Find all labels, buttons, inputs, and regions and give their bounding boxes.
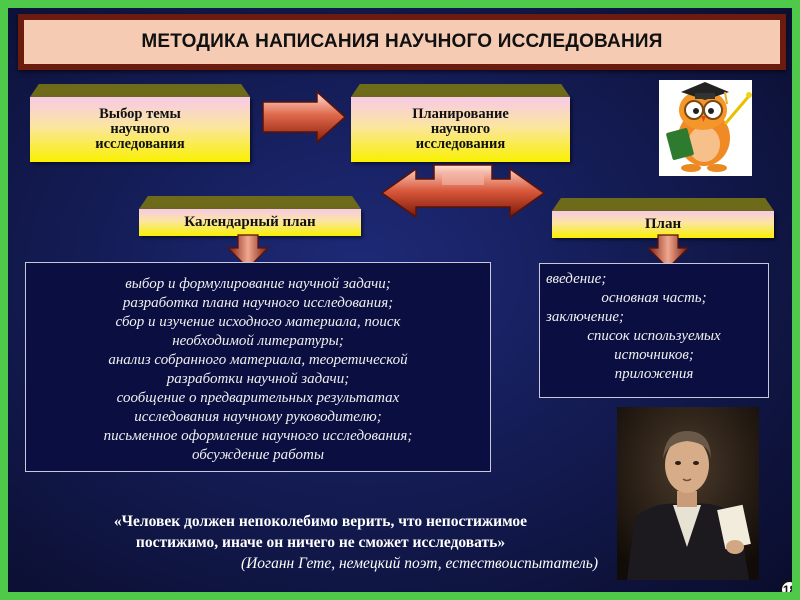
down-arrow-icon — [646, 234, 690, 269]
plan-list: введение; основная часть; заключение; сп… — [539, 263, 769, 398]
list-item: основная часть; — [601, 290, 707, 306]
list-item: заключение; — [546, 309, 624, 325]
plan-box: План — [552, 198, 774, 238]
list-item: список используемых — [587, 328, 721, 344]
list-item: приложения — [614, 366, 694, 382]
calendar-plan-label: Календарный план — [139, 209, 361, 236]
quote-author: (Иоганн Гете, немецкий поэт, естествоисп… — [240, 555, 598, 572]
page-number: 18 — [780, 580, 792, 592]
down-arrow-icon — [226, 234, 270, 269]
topic-line-2: научного — [110, 121, 170, 137]
list-item: обсуждение работы — [191, 447, 325, 463]
planning-line-1: Планирование — [412, 106, 509, 122]
list-item: необходимой литературы; — [172, 333, 344, 349]
calendar-plan-list: выбор и формулирование научной задачи; р… — [25, 262, 491, 472]
owl-scholar-illustration — [659, 80, 752, 176]
quote-line-2: постижимо, иначе он ничего не сможет исс… — [135, 534, 506, 551]
calendar-plan-box: Календарный план — [139, 196, 361, 236]
planning-box: Планирование научного исследования — [351, 84, 570, 162]
list-item: сообщение о предварительных результатах — [116, 390, 400, 406]
list-item: исследования научному руководителю; — [134, 409, 382, 425]
quote-line-1: «Человек должен непоколебимо верить, что… — [113, 513, 528, 530]
list-item: сбор и изучение исходного материала, пои… — [115, 314, 401, 330]
split-arrow-icon — [380, 164, 546, 219]
topic-line-1: Выбор темы — [99, 106, 181, 122]
planning-line-3: исследования — [415, 136, 506, 152]
list-item: письменное оформление научного исследова… — [103, 428, 413, 444]
plan-label: План — [552, 211, 774, 238]
list-item: выбор и формулирование научной задачи; — [125, 276, 391, 292]
list-item: источников; — [614, 347, 694, 363]
goethe-portrait — [617, 407, 759, 580]
quote: «Человек должен непоколебимо верить, что… — [28, 511, 613, 553]
list-item: разработки научной задачи; — [166, 371, 350, 387]
topic-selection-box: Выбор темы научного исследования — [30, 84, 250, 162]
title-box: МЕТОДИКА НАПИСАНИЯ НАУЧНОГО ИССЛЕДОВАНИЯ — [18, 14, 786, 70]
list-item: разработка плана научного исследования; — [122, 295, 394, 311]
planning-line-2: научного — [430, 121, 491, 137]
topic-line-3: исследования — [95, 136, 185, 152]
slide-title: МЕТОДИКА НАПИСАНИЯ НАУЧНОГО ИССЛЕДОВАНИЯ — [24, 20, 780, 64]
right-arrow-icon — [262, 90, 347, 144]
list-item: введение; — [546, 271, 607, 287]
list-item: анализ собранного материала, теоретическ… — [108, 352, 408, 368]
